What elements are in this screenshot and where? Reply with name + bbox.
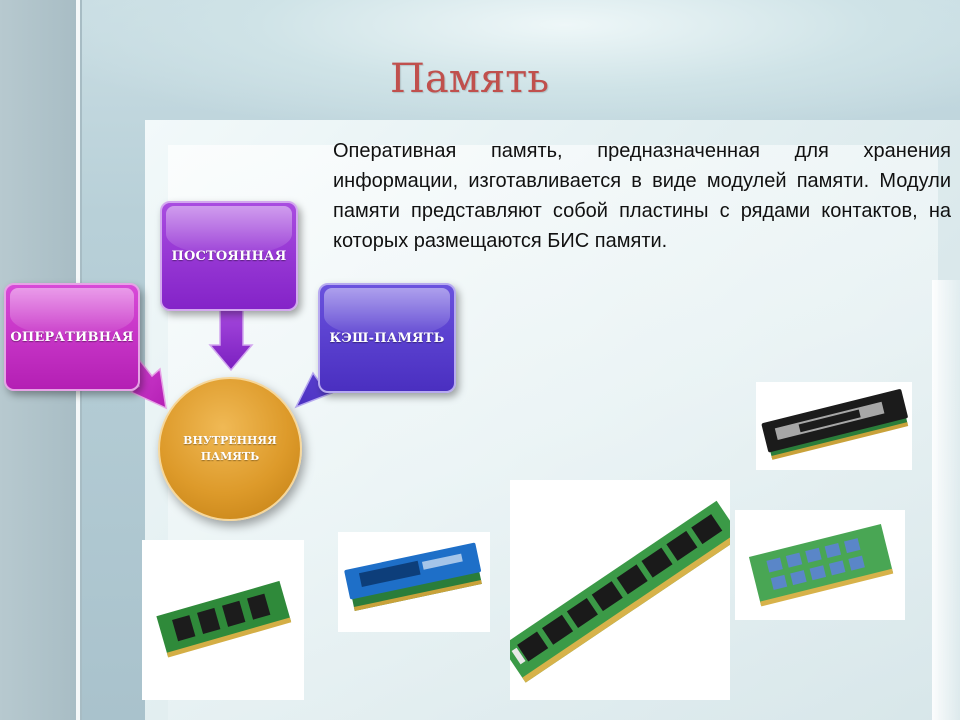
internal-memory-label: ВНУТРЕННЯЯ ПАМЯТЬ [183, 434, 277, 463]
right-edge-strip [932, 280, 960, 720]
ram-photo-sodimm [142, 540, 304, 700]
ram-module-blue-image [344, 542, 482, 611]
ram-module-sodimm-blue-image [748, 524, 894, 607]
ram-photo-dimm [510, 480, 730, 700]
cache-memory-box: КЭШ-ПАМЯТЬ [318, 283, 456, 393]
operative-memory-box: ОПЕРАТИВНАЯ [4, 283, 140, 391]
ram-photo-sodimm-blue [735, 510, 905, 620]
body-paragraph: Оперативная память, предназначенная для … [333, 140, 951, 252]
permanent-memory-box: ПОСТОЯННАЯ [160, 201, 298, 311]
ram-module-heatspreader-image [761, 389, 909, 460]
title-background [82, 0, 960, 125]
cache-memory-label: КЭШ-ПАМЯТЬ [329, 330, 445, 346]
ram-photo-blue [338, 532, 490, 632]
slide-title: Память [390, 56, 549, 102]
internal-memory-circle: ВНУТРЕННЯЯ ПАМЯТЬ [158, 377, 302, 521]
ram-module-dimm-image [510, 500, 730, 683]
permanent-memory-label: ПОСТОЯННАЯ [171, 248, 287, 264]
operative-memory-label: ОПЕРАТИВНАЯ [10, 329, 134, 345]
ram-photo-heatspreader [756, 382, 912, 470]
ram-module-sodimm-image [156, 580, 292, 658]
